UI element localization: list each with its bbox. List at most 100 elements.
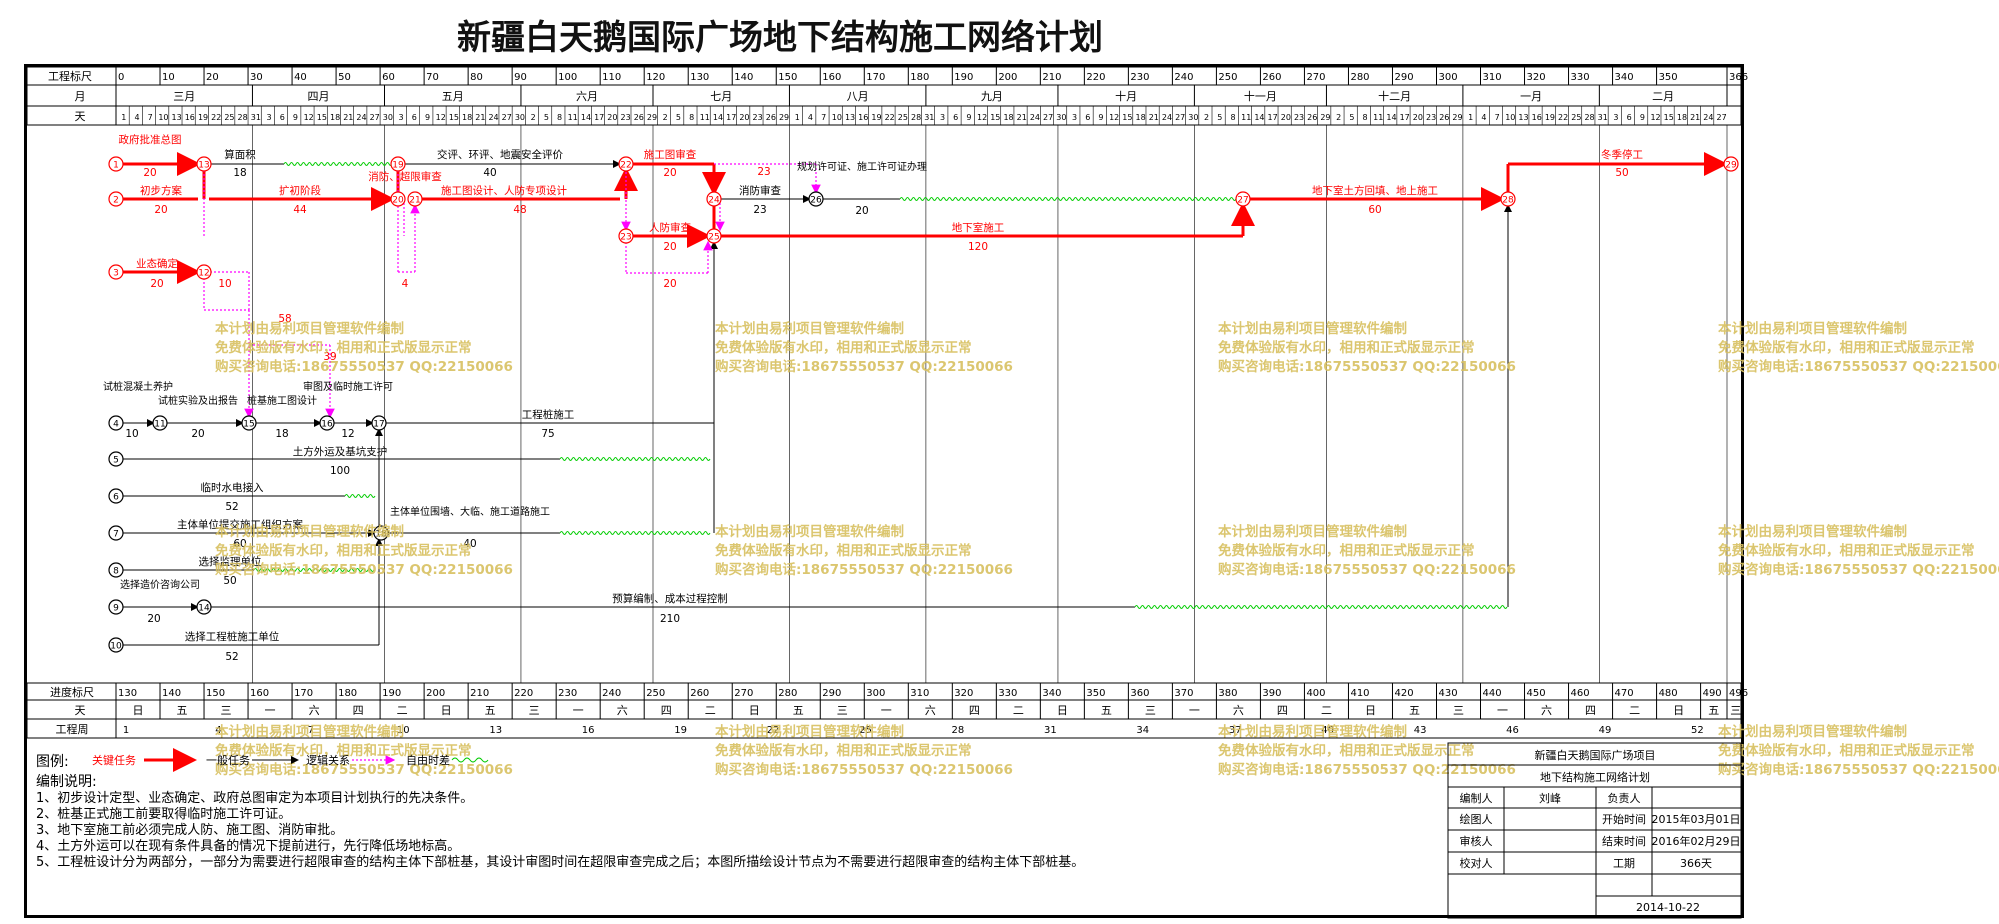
event-node-number: 9 xyxy=(113,604,119,614)
day-label: 6 xyxy=(953,113,958,122)
scale-tick-label: 160 xyxy=(822,72,841,83)
scale-tick-label: 260 xyxy=(1262,72,1281,83)
day-label: 29 xyxy=(647,113,657,122)
day-label: 26 xyxy=(1439,113,1449,122)
event-node-number: 5 xyxy=(113,456,119,466)
day-label: 17 xyxy=(594,113,604,122)
watermark-text: 购买咨询电话:18675550537 QQ:22150066 xyxy=(1218,358,1516,375)
day-label: 24 xyxy=(1030,113,1040,122)
weekday-label: 五 xyxy=(1708,704,1719,717)
event-node-circle xyxy=(108,599,124,615)
float-segment xyxy=(344,494,376,498)
activity-label-drawing-review-d: 20 xyxy=(663,167,676,179)
watermark-text: 购买咨询电话:18675550537 QQ:22150066 xyxy=(1218,561,1516,578)
day-label: 20 xyxy=(739,113,749,122)
watermark-text: 本计划由易利项目管理软件编制 xyxy=(215,320,404,337)
activity-label-expand-d: 44 xyxy=(293,204,307,216)
event-node-number: 6 xyxy=(113,493,119,503)
day-label: 26 xyxy=(766,113,776,122)
watermark-text: 本计划由易利项目管理软件编制 xyxy=(215,523,404,540)
progress-tick-label: 280 xyxy=(778,688,797,699)
weekday-label: 四 xyxy=(1585,704,1596,717)
weekday-label: 二 xyxy=(1013,704,1024,717)
title-block-text: 新疆白天鹅国际广场项目 地下结构施工网络计划 编制人 刘峰 负责人 绘图人 开始… xyxy=(1460,748,1741,914)
scale-tick-label: 30 xyxy=(250,72,263,83)
event-node-circle xyxy=(618,156,634,172)
weekday-label: 五 xyxy=(177,704,188,717)
scale-tick-label: 70 xyxy=(426,72,439,83)
day-label: 21 xyxy=(1149,113,1159,122)
weekday-label: 一 xyxy=(1189,704,1200,717)
progress-tick-label: 250 xyxy=(646,688,665,699)
day-label: 14 xyxy=(581,113,591,122)
weekday-label: 三 xyxy=(221,704,232,717)
progress-tick-label: 360 xyxy=(1130,688,1149,699)
event-node-circle xyxy=(108,415,124,431)
event-node: 19 xyxy=(390,156,406,172)
day-label: 17 xyxy=(1268,113,1278,122)
activity-label-backfill: 地下室土方回填、地上施工 xyxy=(1312,184,1438,197)
event-node: 17 xyxy=(371,415,387,431)
event-node: 27 xyxy=(1235,191,1251,207)
progress-tick-label: 190 xyxy=(382,688,401,699)
progress-tick-label: 210 xyxy=(470,688,489,699)
float-segment xyxy=(253,568,375,572)
scale-tick-label: 200 xyxy=(998,72,1017,83)
day-label: 23 xyxy=(1426,113,1436,122)
day-label: 7 xyxy=(148,113,153,122)
activity-label-test-report: 试桩实验及出报告 xyxy=(158,394,238,407)
weekday-label: 四 xyxy=(661,704,672,717)
event-node-number: 11 xyxy=(154,420,165,430)
event-node: 6 xyxy=(108,488,124,504)
tb-compiler: 刘峰 xyxy=(1539,792,1561,805)
scale-tick-label: 350 xyxy=(1659,72,1678,83)
activity-label-budget: 预算编制、成本过程控制 xyxy=(612,592,728,605)
watermark-text: 购买咨询电话:18675550537 QQ:22150066 xyxy=(215,761,513,778)
event-node: 14 xyxy=(196,599,212,615)
tb-start: 2015年03月01日 xyxy=(1652,812,1741,826)
activity-label-review-permit-d: 12 xyxy=(341,428,354,440)
day-label: 6 xyxy=(1085,113,1090,122)
day-label: 1 xyxy=(121,113,126,122)
day-label: 1 xyxy=(795,113,800,122)
day-label: 16 xyxy=(858,113,868,122)
activity-label-d20b: 20 xyxy=(663,278,676,290)
weekday-label: 六 xyxy=(1541,704,1552,717)
watermark-text: 本计划由易利项目管理软件编制 xyxy=(1718,723,1907,740)
scale-tick-label: 40 xyxy=(294,72,307,83)
progress-row-label: 进度标尺 xyxy=(50,685,94,699)
event-node-number: 23 xyxy=(620,233,631,243)
event-node-number: 8 xyxy=(113,567,119,577)
scale-row-label: 工程标尺 xyxy=(48,69,92,83)
day-label: 1 xyxy=(1468,113,1473,122)
watermark-text: 本计划由易利项目管理软件编制 xyxy=(715,320,904,337)
tb-compiler-label: 编制人 xyxy=(1460,791,1493,805)
watermark-text: 本计划由易利项目管理软件编制 xyxy=(215,723,404,740)
week-label: 13 xyxy=(489,725,502,736)
month-label: 七月 xyxy=(710,90,732,103)
event-node-number: 24 xyxy=(708,196,720,206)
event-node: 4 xyxy=(108,415,124,431)
progress-tick-label: 200 xyxy=(426,688,445,699)
day-label: 5 xyxy=(676,113,681,122)
legend-critical-label: 关键任务 xyxy=(92,753,136,767)
float-segment xyxy=(559,457,711,461)
scale-tick-label: 210 xyxy=(1042,72,1061,83)
day-label: 24 xyxy=(488,113,498,122)
weekday-label: 三 xyxy=(837,704,848,717)
scale-tick-label: 300 xyxy=(1438,72,1457,83)
watermark-text: 免费体验版有水印，相用和正式版显示正常 xyxy=(1218,742,1475,759)
event-node-circle xyxy=(706,228,722,244)
event-node-number: 29 xyxy=(1725,161,1737,171)
weekday-label: 五 xyxy=(485,704,496,717)
tb-duration-label: 工期 xyxy=(1613,857,1635,870)
event-node: 5 xyxy=(108,451,124,467)
legend-float-line xyxy=(451,757,489,763)
day-label: 23 xyxy=(1294,113,1304,122)
event-node-circle xyxy=(108,637,124,653)
activity-label-format-d: 20 xyxy=(150,278,163,290)
weekday-label: 六 xyxy=(309,704,320,717)
scale-tick-label: 190 xyxy=(954,72,973,83)
day-label: 14 xyxy=(713,113,723,122)
scale-tick-label: 220 xyxy=(1086,72,1105,83)
